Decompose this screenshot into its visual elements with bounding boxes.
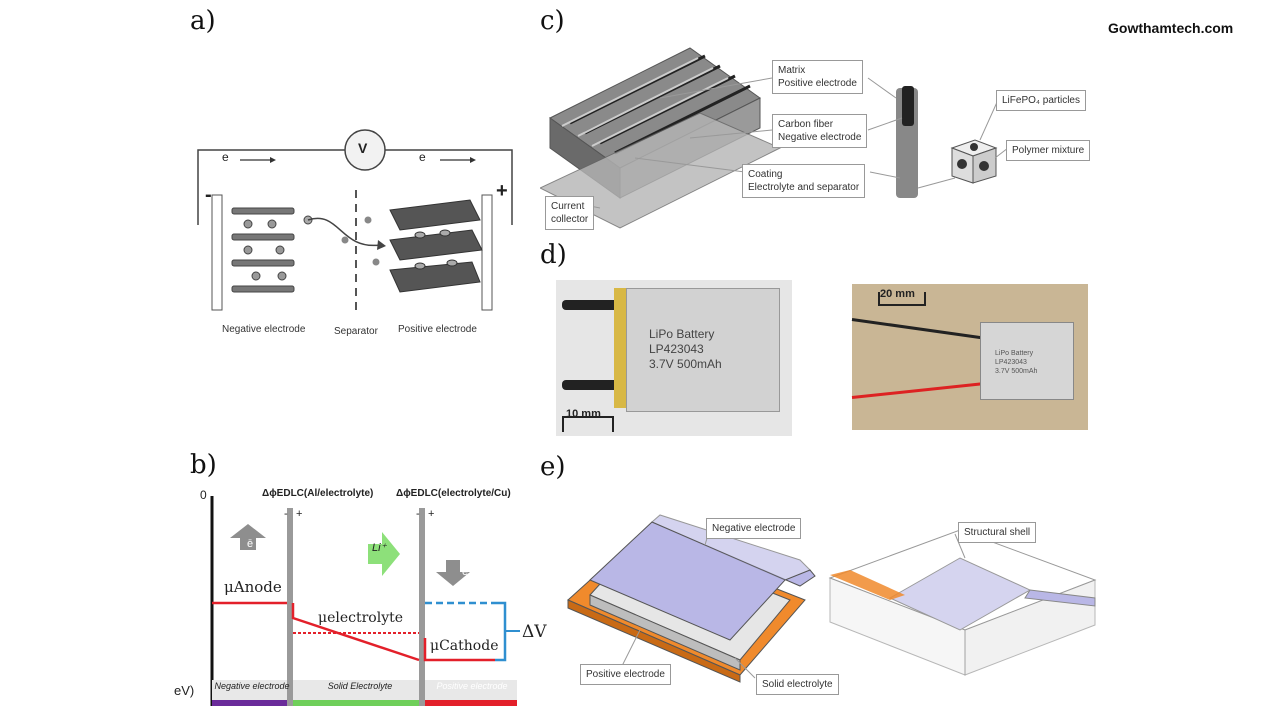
axis-zero: 0 (200, 488, 207, 502)
small-battery-line2: LP423043 (995, 359, 1027, 366)
structural-shell-label: Structural shell (958, 522, 1037, 543)
small-battery-line1: LiPo Battery (995, 350, 1034, 357)
ebar-right: ē (462, 566, 469, 578)
tape-strip (614, 288, 628, 408)
mu-cathode: μCathode (430, 638, 499, 654)
current-collector-label: Current collector (545, 196, 595, 230)
panel-e-diagram (567, 514, 1097, 683)
panel-label-c: c) (540, 6, 565, 36)
solid-electrolyte-e-label: Solid electrolyte (756, 674, 839, 695)
delta-v: ΔV (522, 622, 547, 642)
plus-sign: + (496, 180, 508, 202)
minus-left: - (284, 508, 288, 520)
scale-bar (878, 292, 926, 306)
dphi-left: ΔϕEDLC(Al/electrolyte) (262, 488, 374, 499)
watermark: Gowthamtech.com (1108, 20, 1234, 36)
separator-label: Separator (334, 326, 378, 337)
axis-ev: eV) (174, 683, 195, 698)
coating-label: Coating Electrolyte and separator (742, 164, 866, 198)
negative-electrode-e-label: Negative electrode (706, 518, 802, 539)
panel-label-a: a) (190, 6, 216, 36)
plus-left: + (296, 508, 303, 520)
battery-line3: 3.7V 500mAh (649, 357, 722, 371)
minus-right: - (416, 508, 420, 520)
dphi-right: ΔϕEDLC(electrolyte/Cu) (396, 488, 511, 499)
matrix-label: Matrix Positive electrode (772, 60, 863, 94)
right-arrow-icon (368, 532, 400, 576)
plus-right: + (428, 508, 435, 520)
positive-electrode-bar-label: Positive electrode (436, 681, 508, 691)
voltmeter-label: V (358, 140, 368, 156)
voltmeter-icon (344, 129, 386, 171)
scale-label-left: 10 mm (566, 408, 601, 420)
electron-label-right: e (419, 150, 426, 164)
panel-label-e: e) (540, 452, 566, 482)
panel-b-diagram (210, 496, 520, 706)
minus-sign: - (205, 184, 212, 206)
scale-label-right: 20 mm (880, 288, 915, 300)
red-wire (851, 382, 982, 399)
panel-c-diagram (540, 47, 1009, 229)
scale-bar (562, 416, 614, 432)
particle-cube-icon (950, 139, 998, 184)
lifepo-label: LiFePO₄ particles (996, 90, 1086, 111)
battery-line1: LiPo Battery (649, 327, 715, 341)
tab-lead-icon (562, 380, 634, 390)
small-battery-text: LiPo Battery LP423043 3.7V 500mAh (995, 349, 1037, 376)
octahedra-layers-icon (389, 199, 483, 293)
ebar-left: ē (247, 538, 254, 550)
solid-electrolyte-bar-label: Solid Electrolyte (327, 681, 393, 691)
mu-anode: μAnode (224, 578, 282, 596)
panel-label-b: b) (190, 450, 217, 480)
electron-label-left: e (222, 150, 229, 164)
polymer-label: Polymer mixture (1006, 140, 1091, 161)
graphite-layers-icon (231, 207, 313, 293)
panel-label-d: d) (540, 240, 567, 270)
positive-electrode-label: Positive electrode (398, 324, 477, 335)
tab-lead-icon (562, 300, 634, 310)
panel-a-diagram (197, 129, 513, 311)
small-battery-line3: 3.7V 500mAh (995, 368, 1038, 375)
battery-photo-left: LiPo Battery LP423043 3.7V 500mAh 10 mm (556, 280, 792, 436)
mu-electrolyte: μelectrolyte (318, 610, 404, 626)
battery-photo-right: 20 mm LiPo Battery LP423043 3.7V 500mAh (851, 284, 1088, 430)
negative-electrode-bar-label: Negative electrode (214, 681, 290, 691)
battery-line2: LP423043 (649, 342, 704, 356)
black-wire (851, 318, 981, 340)
battery-body: LiPo Battery LP423043 3.7V 500mAh (626, 288, 780, 412)
down-arrow-icon (436, 560, 470, 586)
up-arrow-icon (230, 524, 266, 550)
carbon-fiber-label: Carbon fiber Negative electrode (772, 114, 868, 148)
negative-electrode-label: Negative electrode (222, 324, 306, 335)
small-battery: LiPo Battery LP423043 3.7V 500mAh (980, 322, 1074, 400)
positive-electrode-e-label: Positive electrode (580, 664, 671, 685)
battery-text: LiPo Battery LP423043 3.7V 500mAh (649, 327, 722, 372)
li-ion: Li⁺ (372, 542, 387, 554)
